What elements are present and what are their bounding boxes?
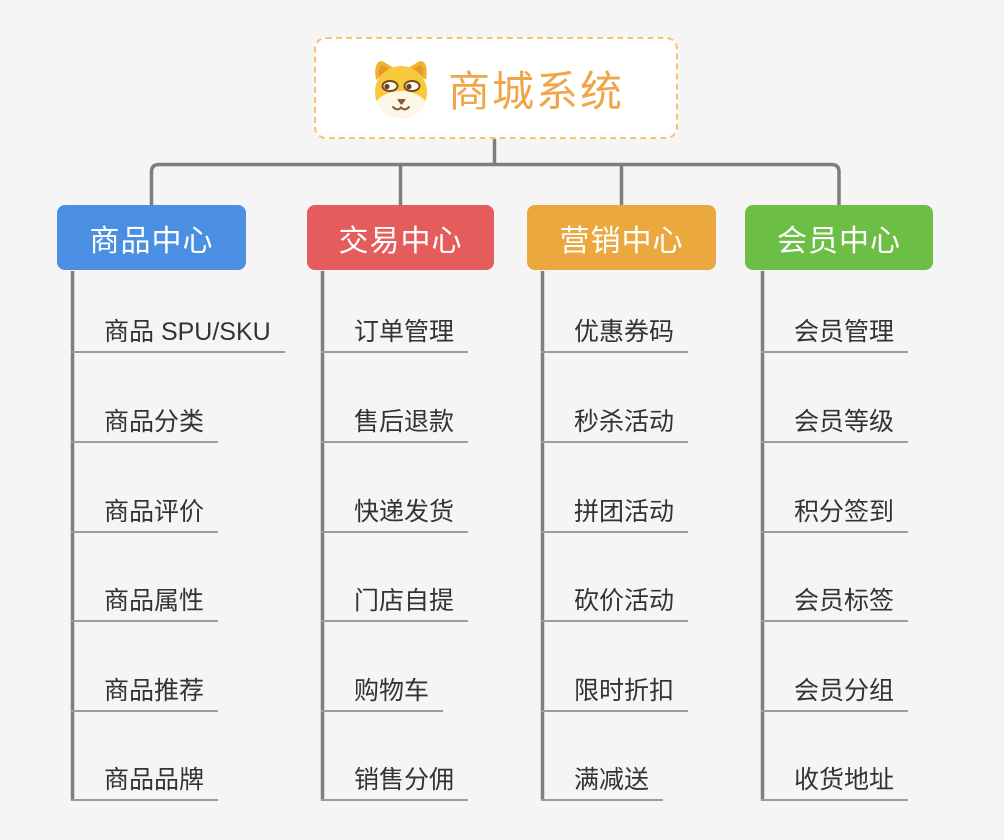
leaf-node[interactable]: 快递发货 bbox=[321, 493, 469, 533]
leaf-node[interactable]: 限时折扣 bbox=[541, 672, 689, 712]
leaf-node[interactable]: 会员等级 bbox=[761, 403, 909, 443]
root-node[interactable]: 商城系统 bbox=[314, 37, 678, 139]
leaf-node[interactable]: 商品 SPU/SKU bbox=[71, 313, 285, 353]
leaf-node[interactable]: 商品分类 bbox=[71, 403, 219, 443]
branch-rail bbox=[149, 162, 841, 205]
leaf-node[interactable]: 秒杀活动 bbox=[541, 403, 689, 443]
root-title: 商城系统 bbox=[447, 67, 624, 115]
leaf-node[interactable]: 拼团活动 bbox=[541, 493, 689, 533]
leaf-node[interactable]: 售后退款 bbox=[321, 403, 469, 443]
branch-label: 会员中心 bbox=[777, 224, 901, 258]
branch-label: 营销中心 bbox=[559, 224, 684, 258]
branch-label: 交易中心 bbox=[338, 224, 463, 258]
leaf-node[interactable]: 会员标签 bbox=[761, 582, 909, 622]
leaf-node[interactable]: 门店自提 bbox=[321, 582, 469, 622]
branch-member-center[interactable]: 会员中心 bbox=[745, 205, 933, 270]
leaf-node[interactable]: 商品评价 bbox=[71, 493, 219, 533]
leaf-node[interactable]: 商品品牌 bbox=[71, 761, 219, 801]
leaf-node[interactable]: 会员管理 bbox=[761, 313, 909, 353]
branch-trade-center[interactable]: 交易中心 bbox=[307, 205, 494, 270]
branch-product-center[interactable]: 商品中心 bbox=[57, 205, 246, 270]
leaf-node[interactable]: 商品推荐 bbox=[71, 672, 219, 712]
leaf-node[interactable]: 满减送 bbox=[541, 761, 664, 801]
leaf-node[interactable]: 会员分组 bbox=[761, 672, 909, 712]
leaf-node[interactable]: 积分签到 bbox=[761, 493, 909, 533]
leaf-node[interactable]: 优惠券码 bbox=[541, 313, 689, 353]
dog-icon bbox=[374, 61, 427, 118]
branch-marketing-center[interactable]: 营销中心 bbox=[527, 205, 716, 270]
leaf-node[interactable]: 商品属性 bbox=[71, 582, 219, 622]
leaf-node[interactable]: 购物车 bbox=[321, 672, 444, 712]
leaf-node[interactable]: 订单管理 bbox=[321, 313, 469, 353]
branch-label: 商品中心 bbox=[89, 224, 214, 258]
leaf-node[interactable]: 销售分佣 bbox=[321, 761, 469, 801]
leaf-node[interactable]: 收货地址 bbox=[761, 761, 909, 801]
leaf-node[interactable]: 砍价活动 bbox=[541, 582, 689, 622]
